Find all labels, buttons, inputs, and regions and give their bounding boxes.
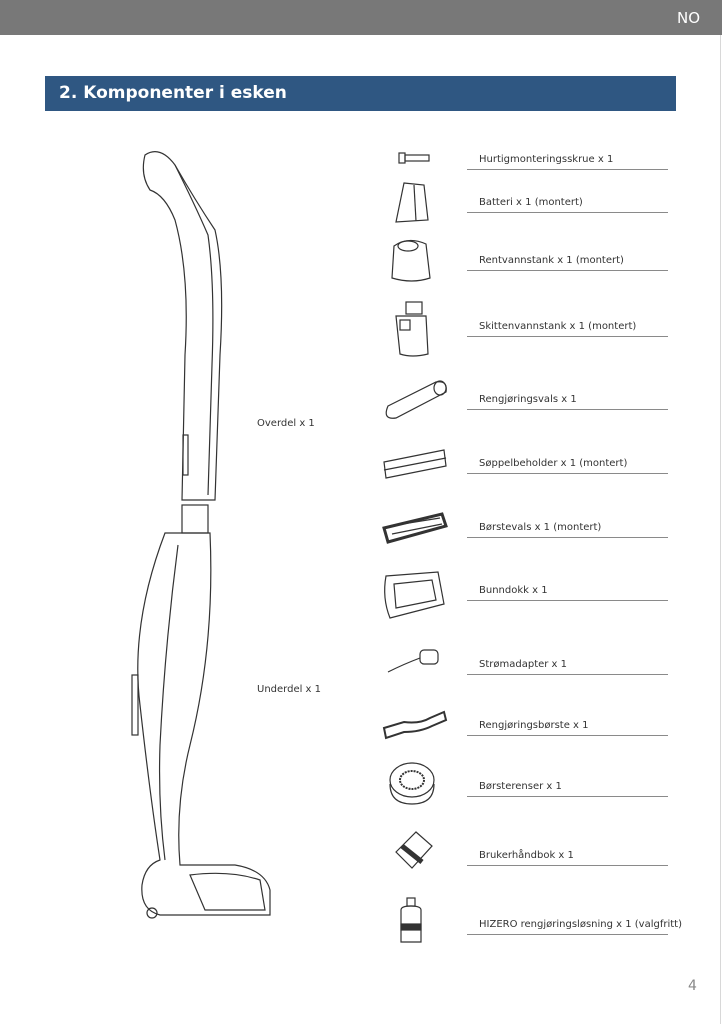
brush-cleaner-icon [389, 762, 435, 805]
item-label: Strømadapter x 1 [479, 659, 568, 670]
base-dock-icon [384, 571, 445, 619]
item-base-dock: Bunndokk x 1 [467, 580, 668, 601]
cleaning-solution-icon [400, 897, 422, 943]
item-label: Batteri x 1 (montert) [479, 197, 583, 208]
battery-icon [395, 182, 429, 223]
user-manual-icon [395, 831, 433, 869]
item-label: Børstevals x 1 (montert) [479, 522, 602, 533]
item-label: Rentvannstank x 1 (montert) [479, 255, 624, 266]
item-battery: Batteri x 1 (montert) [467, 192, 668, 213]
item-label: Hurtigmonteringsskrue x 1 [479, 154, 614, 165]
page-number: 4 [688, 978, 697, 994]
item-cleaning-solution: HIZERO rengjøringsløsning x 1 (valgfritt… [467, 914, 682, 935]
item-user-manual: Brukerhåndbok x 1 [467, 845, 668, 866]
item-power-adapter: Strømadapter x 1 [467, 654, 668, 675]
clean-water-tank-icon [391, 239, 431, 282]
item-label: Rengjøringsbørste x 1 [479, 720, 589, 731]
power-adapter-icon [387, 649, 439, 673]
dirty-water-tank-icon [395, 301, 429, 357]
vacuum-illustration-icon [131, 151, 271, 919]
item-label: Rengjøringsvals x 1 [479, 394, 577, 405]
item-brush-roll: Børstevals x 1 (montert) [467, 517, 668, 538]
upper-part-label: Overdel x 1 [257, 418, 315, 429]
item-label: Skittenvannstank x 1 (montert) [479, 321, 637, 332]
item-cleaning-roller: Rengjøringsvals x 1 [467, 389, 668, 410]
item-label: Brukerhåndbok x 1 [479, 850, 574, 861]
item-cleaning-brush: Rengjøringsbørste x 1 [467, 715, 668, 736]
item-debris-tray: Søppelbeholder x 1 (montert) [467, 453, 668, 474]
item-label: Børsterenser x 1 [479, 781, 562, 792]
item-clean-water-tank: Rentvannstank x 1 (montert) [467, 250, 668, 271]
page-border [720, 35, 721, 1024]
cleaning-brush-icon [382, 710, 448, 740]
screw-icon [398, 152, 430, 164]
item-label: HIZERO rengjøringsløsning x 1 (valgfritt… [479, 919, 682, 930]
item-label: Søppelbeholder x 1 (montert) [479, 458, 628, 469]
debris-tray-icon [383, 449, 447, 479]
section-title: 2. Komponenter i esken [45, 76, 676, 111]
cleaning-roller-icon [385, 380, 447, 419]
top-bar: NO [0, 0, 722, 35]
item-quick-mount-screw: Hurtigmonteringsskrue x 1 [467, 149, 668, 170]
item-dirty-water-tank: Skittenvannstank x 1 (montert) [467, 316, 668, 337]
item-label: Bunndokk x 1 [479, 585, 548, 596]
lower-part-label: Underdel x 1 [257, 684, 322, 695]
language-label: NO [676, 9, 700, 27]
brush-roll-icon [382, 512, 448, 544]
item-brush-cleaner: Børsterenser x 1 [467, 776, 668, 797]
